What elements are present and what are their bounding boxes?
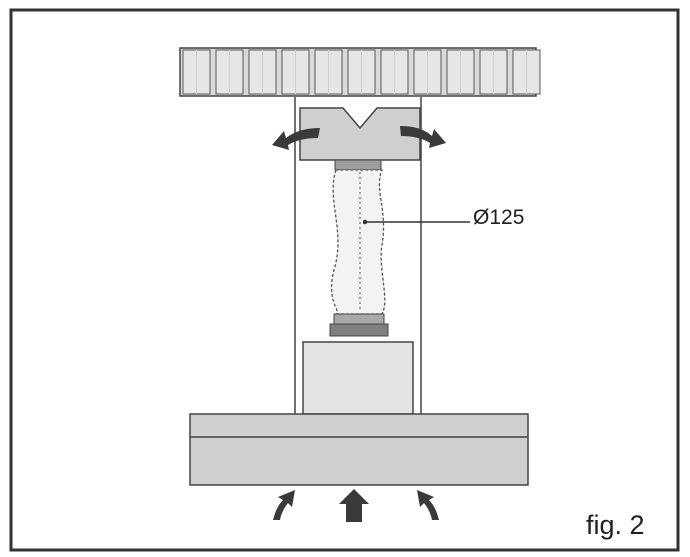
force-arrow-icon — [400, 126, 446, 148]
figure-frame — [9, 8, 680, 552]
upper-grip — [334, 159, 382, 171]
force-arrow-icon — [417, 490, 439, 520]
force-arrow-icon — [272, 128, 320, 150]
lower-grip-base — [329, 323, 389, 337]
lower-grip-top — [333, 313, 385, 325]
force-arrow-icon — [273, 490, 295, 520]
lower-block — [302, 341, 414, 415]
roller-gear-icon — [179, 47, 541, 97]
figure-caption: fig. 2 — [586, 510, 645, 540]
diameter-label: Ø125 — [473, 206, 525, 229]
force-arrow-icon — [339, 489, 369, 522]
specimen-cylinder — [330, 169, 386, 315]
upper-v-block — [299, 107, 421, 161]
base-plate — [189, 413, 529, 486]
